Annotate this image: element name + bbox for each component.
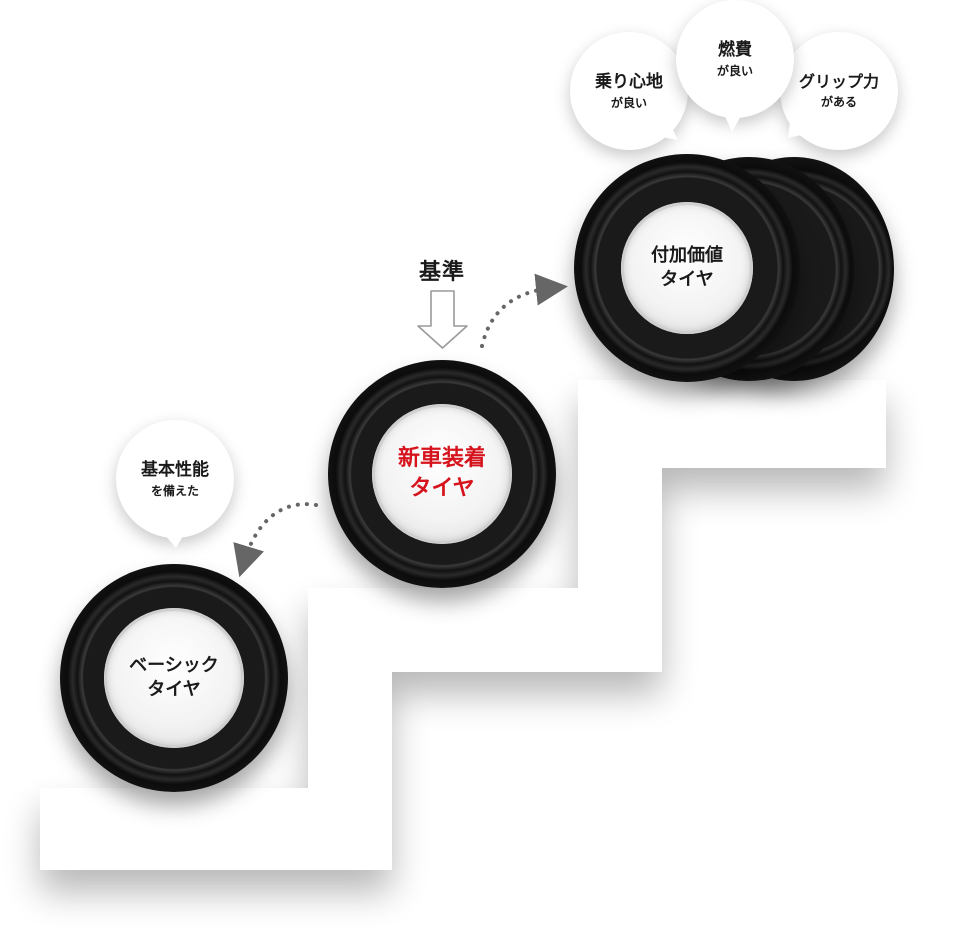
bubble-basic-line1: 基本性能 xyxy=(141,459,209,480)
bubble-fuel-tail xyxy=(724,114,742,132)
oe-tire-hub: 新車装着 タイヤ xyxy=(372,404,512,544)
bubble-comfort-line2: が良い xyxy=(610,95,647,110)
oe-tire-label-1: 新車装着 xyxy=(397,446,486,472)
stair-shape xyxy=(40,380,886,870)
bubble-grip-line2: がある xyxy=(820,94,857,109)
bubble-basic-performance: 基本性能 を備えた xyxy=(116,420,234,538)
basic-tire: ベーシック タイヤ xyxy=(60,564,288,792)
premium-tire-front: 付加価値 タイヤ xyxy=(574,154,800,382)
bubble-grip-line1: グリップ力 xyxy=(798,72,879,92)
premium-tire-hub: 付加価値 タイヤ xyxy=(621,202,753,334)
oe-tire: 新車装着 タイヤ xyxy=(328,360,556,588)
dotted-arrow-to-basic xyxy=(233,502,318,578)
bubble-basic-line2: を備えた xyxy=(150,483,199,498)
oe-tire-label-2: タイヤ xyxy=(409,476,475,501)
down-arrow-icon xyxy=(417,290,468,349)
bubble-fuel: 燃費 が良い xyxy=(676,0,794,118)
basic-tire-label-1: ベーシック xyxy=(129,654,219,676)
premium-tire-label-1: 付加価値 xyxy=(651,244,723,266)
bubble-grip-tail xyxy=(788,122,806,138)
bubble-comfort-tail xyxy=(656,120,678,140)
premium-tire-label-2: タイヤ xyxy=(660,269,714,290)
bubble-basic-tail xyxy=(164,534,184,548)
bubble-fuel-line1: 燃費 xyxy=(718,39,752,60)
standard-label: 基準 xyxy=(419,260,466,285)
basic-tire-hub: ベーシック タイヤ xyxy=(104,608,244,748)
dotted-arrow-to-premium xyxy=(480,273,568,348)
bubble-fuel-line2: が良い xyxy=(716,63,753,78)
bubble-comfort-line1: 乗り心地 xyxy=(595,71,663,92)
basic-tire-label-2: タイヤ xyxy=(147,679,201,700)
